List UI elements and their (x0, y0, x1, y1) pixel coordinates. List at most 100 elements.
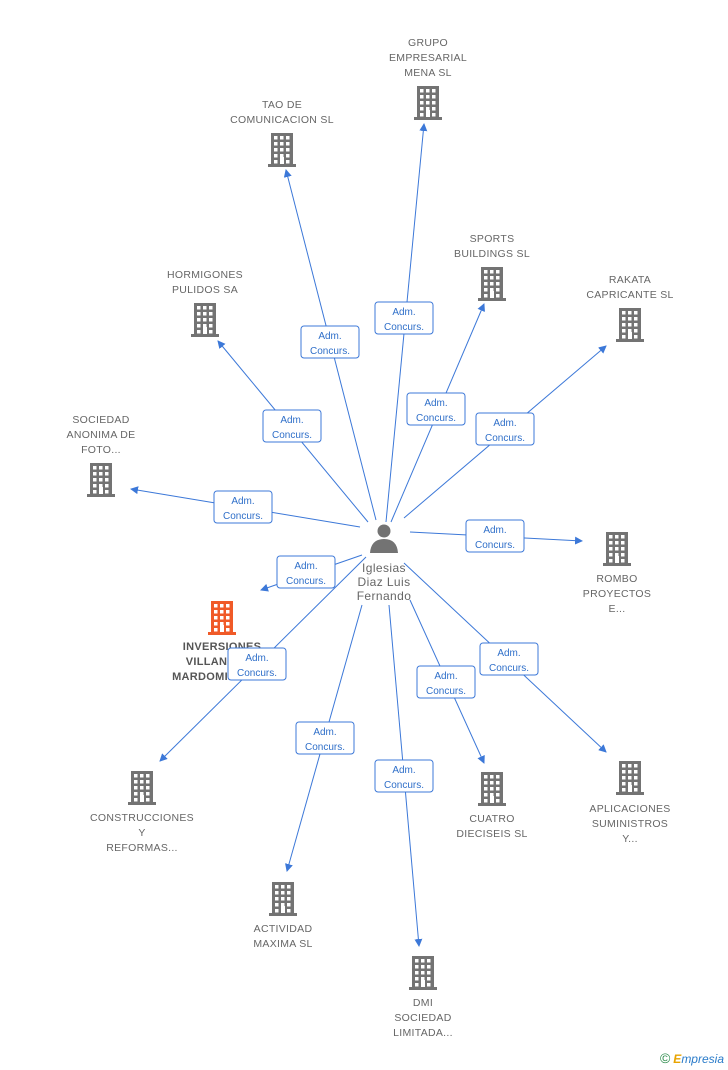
company-label-line: EMPRESARIAL (389, 52, 467, 64)
building-icon (191, 303, 219, 337)
company-node-hormigones-pulidos[interactable]: HORMIGONES PULIDOS SA (167, 269, 243, 337)
edge-label-text: Concurs. (223, 511, 263, 522)
building-icon (269, 882, 297, 916)
company-node-tao-de-comunicacion[interactable]: TAO DE COMUNICACION SL (230, 99, 334, 167)
edge-label-text: Concurs. (272, 430, 312, 441)
company-label-line: MAXIMA SL (253, 938, 312, 950)
edge-label-text: Concurs. (384, 780, 424, 791)
company-label-line: GRUPO (408, 37, 448, 49)
building-icon (128, 771, 156, 805)
edge-label-text: Concurs. (310, 346, 350, 357)
company-node-rombo-proyectos[interactable]: ROMBO PROYECTOS E... (583, 532, 651, 615)
company-label-line: TAO DE (262, 99, 302, 111)
edge-label-text: Adm. (483, 525, 506, 536)
edge-label-actividad-maxima[interactable]: Adm. Concurs. (295, 721, 355, 755)
building-icon (414, 86, 442, 120)
company-label-line: ANONIMA DE (67, 429, 136, 441)
company-label-line: ROMBO (596, 573, 637, 585)
company-node-rakata-capricante[interactable]: RAKATA CAPRICANTE SL (586, 274, 673, 342)
company-label-line: Y (138, 827, 145, 839)
edges-layer (130, 123, 607, 947)
edge-label-hormigones-pulidos[interactable]: Adm. Concurs. (262, 409, 322, 443)
company-label-line: BUILDINGS SL (454, 248, 530, 260)
person-name-line: Diaz Luis (358, 575, 411, 589)
edge-label-text: Adm. (294, 561, 317, 572)
edge-label-text: Concurs. (485, 433, 525, 444)
edge-label-text: Adm. (245, 653, 268, 664)
building-icon (409, 956, 437, 990)
company-label-line: REFORMAS... (106, 842, 178, 854)
edge-label-aplicaciones-suministros[interactable]: Adm. Concurs. (479, 642, 539, 676)
edge-label-text: Adm. (497, 648, 520, 659)
building-icon (603, 532, 631, 566)
company-label-line: LIMITADA... (393, 1027, 453, 1039)
edge-label-text: Concurs. (305, 742, 345, 753)
copyright-footer: ©Empresia (660, 1050, 724, 1066)
edge-label-text: Adm. (313, 727, 336, 738)
building-icon (478, 267, 506, 301)
building-icon (208, 601, 236, 635)
company-label-line: DMI (413, 997, 433, 1009)
company-node-actividad-maxima[interactable]: ACTIVIDAD MAXIMA SL (253, 882, 312, 950)
person-name-line: Iglesias (362, 561, 406, 575)
company-label-line: SPORTS (470, 233, 515, 245)
edge-label-text: Adm. (280, 415, 303, 426)
building-icon (478, 772, 506, 806)
company-label-line: Y... (622, 833, 638, 845)
company-node-sports-buildings[interactable]: SPORTS BUILDINGS SL (454, 233, 530, 301)
company-label-line: CAPRICANTE SL (586, 289, 673, 301)
edge-label-sports-buildings[interactable]: Adm. Concurs. (406, 392, 466, 426)
company-label-line: HORMIGONES (167, 269, 243, 281)
person-icon (370, 524, 398, 553)
edge-label-cuatro-dieciseis[interactable]: Adm.Concurs. (416, 665, 476, 699)
building-icon (616, 308, 644, 342)
company-node-grupo-empresarial[interactable]: GRUPO EMPRESARIAL MENA SL (389, 37, 467, 120)
company-label-line: PULIDOS SA (172, 284, 238, 296)
edge-label-text: Adm. (493, 418, 516, 429)
edge-label-rakata-capricante[interactable]: Adm. Concurs. (475, 412, 535, 446)
company-label-line: SUMINISTROS (592, 818, 668, 830)
edge-label-text: Concurs. (384, 322, 424, 333)
company-label-line: FOTO... (81, 444, 121, 456)
building-icon (268, 133, 296, 167)
building-icon (616, 761, 644, 795)
company-node-construcciones-reformas[interactable]: CONSTRUCCIONES Y REFORMAS... (90, 771, 194, 854)
edge-label-text: Adm. (392, 307, 415, 318)
company-label-line: CUATRO (469, 813, 514, 825)
edge-label-text: Concurs. (286, 576, 326, 587)
edge-label-inversiones-villanueva[interactable]: Adm. Concurs. (276, 555, 336, 589)
edge-label-text: Concurs. (237, 668, 277, 679)
company-node-dmi-sociedad[interactable]: DMI SOCIEDAD LIMITADA... (393, 956, 453, 1039)
company-label-line: E... (609, 603, 626, 615)
company-label-line: PROYECTOS (583, 588, 651, 600)
brand-name: mpresia (681, 1052, 724, 1066)
company-label-line: COMUNICACION SL (230, 114, 334, 126)
edge-label-tao-de-comunicacion[interactable]: Adm.Concurs. (300, 325, 360, 359)
edge-label-text: Concurs. (475, 540, 515, 551)
company-label-line: APLICACIONES (589, 803, 670, 815)
edge-label-rombo-proyectos[interactable]: Adm. Concurs. (465, 519, 525, 553)
edge-label-text: Concurs. (489, 663, 529, 674)
edge-label-text: Concurs. (416, 413, 456, 424)
edge-label-construcciones-reformas[interactable]: Adm. Concurs. (227, 647, 287, 681)
company-label-line: ACTIVIDAD (254, 923, 313, 935)
edge-label-grupo-empresarial[interactable]: Adm. Concurs. (374, 301, 434, 335)
person-name-line: Fernando (357, 589, 412, 603)
company-label-line: RAKATA (609, 274, 651, 286)
company-label-line: SOCIEDAD (394, 1012, 451, 1024)
company-label-line: CONSTRUCCIONES (90, 812, 194, 824)
edge-label-sociedad-anonima-foto[interactable]: Adm. Concurs. (213, 490, 273, 524)
edge-label-text: Concurs. (426, 686, 466, 697)
company-node-aplicaciones-suministros[interactable]: APLICACIONES SUMINISTROS Y... (589, 761, 670, 845)
edge-labels-layer: Adm. Concurs. Adm. Concurs. Adm. Concurs. Adm.… (213, 301, 539, 793)
company-label-line: MENA SL (404, 67, 452, 79)
edge-label-dmi-sociedad[interactable]: Adm. Concurs. (374, 759, 434, 793)
edge-label-text: Adm. (424, 398, 447, 409)
edge-label-text: Adm. (231, 496, 254, 507)
nodes-layer: GRUPO EMPRESARIAL MENA SL TAO DE COMUNICACIO… (67, 37, 674, 1039)
edge-label-text: Adm. (392, 765, 415, 776)
